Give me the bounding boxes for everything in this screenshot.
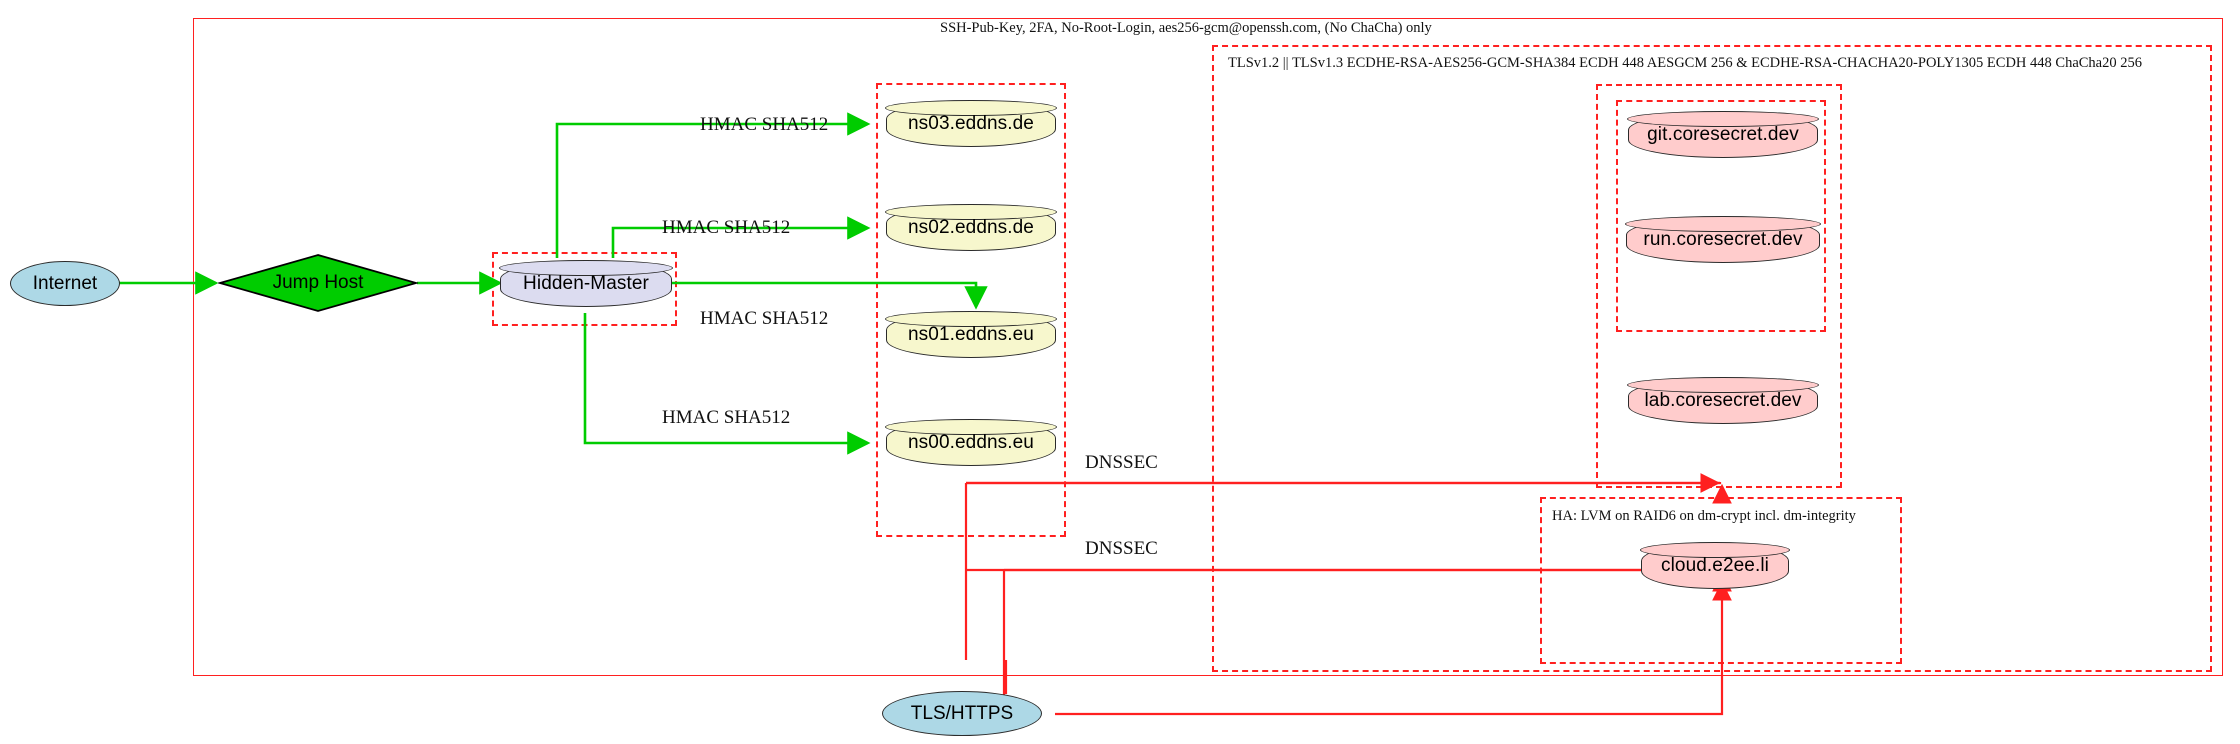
edge-label-hmac-ns03: HMAC SHA512 [700, 114, 829, 135]
hidden-master-cylinder-cap [499, 260, 673, 277]
node-ns01-label: ns01.eddns.eu [908, 324, 1034, 345]
cluster-services-inner-boundary [1616, 100, 1826, 332]
node-cloud-label: cloud.e2ee.li [1661, 555, 1769, 576]
node-internet-label: Internet [32, 272, 98, 294]
node-run-label: run.coresecret.dev [1643, 229, 1803, 250]
edge-label-dnssec-upper: DNSSEC [1085, 452, 1158, 473]
cluster-tls-label: TLSv1.2 || TLSv1.3 ECDHE-RSA-AES256-GCM-… [1228, 55, 2142, 71]
ns02-cylinder-cap [885, 204, 1057, 221]
cluster-dns-zone-boundary [876, 83, 1066, 537]
lab-cylinder-cap [1627, 377, 1819, 394]
edge-label-hmac-ns02: HMAC SHA512 [662, 217, 791, 238]
node-ns02[interactable]: ns02.eddns.de [885, 204, 1057, 251]
jump-host-shape [218, 254, 418, 312]
node-lab-coresecret[interactable]: lab.coresecret.dev [1627, 377, 1819, 424]
node-ns01[interactable]: ns01.eddns.eu [885, 311, 1057, 358]
cluster-ssh-label: SSH-Pub-Key, 2FA, No-Root-Login, aes256-… [940, 20, 1432, 36]
node-hidden-master-label: Hidden-Master [523, 273, 649, 294]
node-tls-https[interactable]: TLS/HTTPS [882, 691, 1042, 736]
cloud-cylinder-cap [1640, 542, 1790, 559]
node-git-label: git.coresecret.dev [1647, 124, 1799, 145]
node-hidden-master[interactable]: Hidden-Master [499, 260, 673, 307]
edge-hidden-master-to-ns01 [672, 281, 988, 310]
git-cylinder-cap [1627, 111, 1819, 128]
node-cloud-e2ee[interactable]: cloud.e2ee.li [1640, 542, 1790, 589]
edge-hidden-master-to-ns02 [611, 216, 871, 258]
node-jump-host[interactable]: Jump Host [218, 253, 418, 313]
node-run-coresecret[interactable]: run.coresecret.dev [1625, 216, 1821, 263]
node-jump-host-label: Jump Host [272, 272, 364, 293]
node-ns03-label: ns03.eddns.de [908, 113, 1034, 134]
ns01-cylinder-cap [885, 311, 1057, 328]
cluster-ha-label: HA: LVM on RAID6 on dm-crypt incl. dm-in… [1552, 508, 1856, 524]
edge-label-hmac-ns01: HMAC SHA512 [700, 308, 829, 329]
cluster-tls-boundary [1212, 45, 2212, 672]
run-cylinder-cap [1625, 216, 1821, 233]
ns00-cylinder-cap [885, 419, 1057, 436]
edge-hidden-master-to-ns00 [583, 313, 871, 455]
cluster-ssh-boundary [193, 18, 2223, 676]
edge-label-dnssec-lower: DNSSEC [1085, 538, 1158, 559]
node-git-coresecret[interactable]: git.coresecret.dev [1627, 111, 1819, 158]
node-ns03[interactable]: ns03.eddns.de [885, 100, 1057, 147]
edge-label-hmac-ns00: HMAC SHA512 [662, 407, 791, 428]
node-ns02-label: ns02.eddns.de [908, 217, 1034, 238]
node-lab-label: lab.coresecret.dev [1644, 390, 1802, 411]
node-ns00-label: ns00.eddns.eu [908, 432, 1034, 453]
edge-hidden-master-to-ns03 [555, 112, 871, 258]
node-ns00[interactable]: ns00.eddns.eu [885, 419, 1057, 466]
edge-tls-https-right [1055, 580, 1732, 716]
ns03-cylinder-cap [885, 100, 1057, 117]
node-tls-https-label: TLS/HTTPS [910, 702, 1014, 724]
node-internet[interactable]: Internet [10, 261, 120, 306]
